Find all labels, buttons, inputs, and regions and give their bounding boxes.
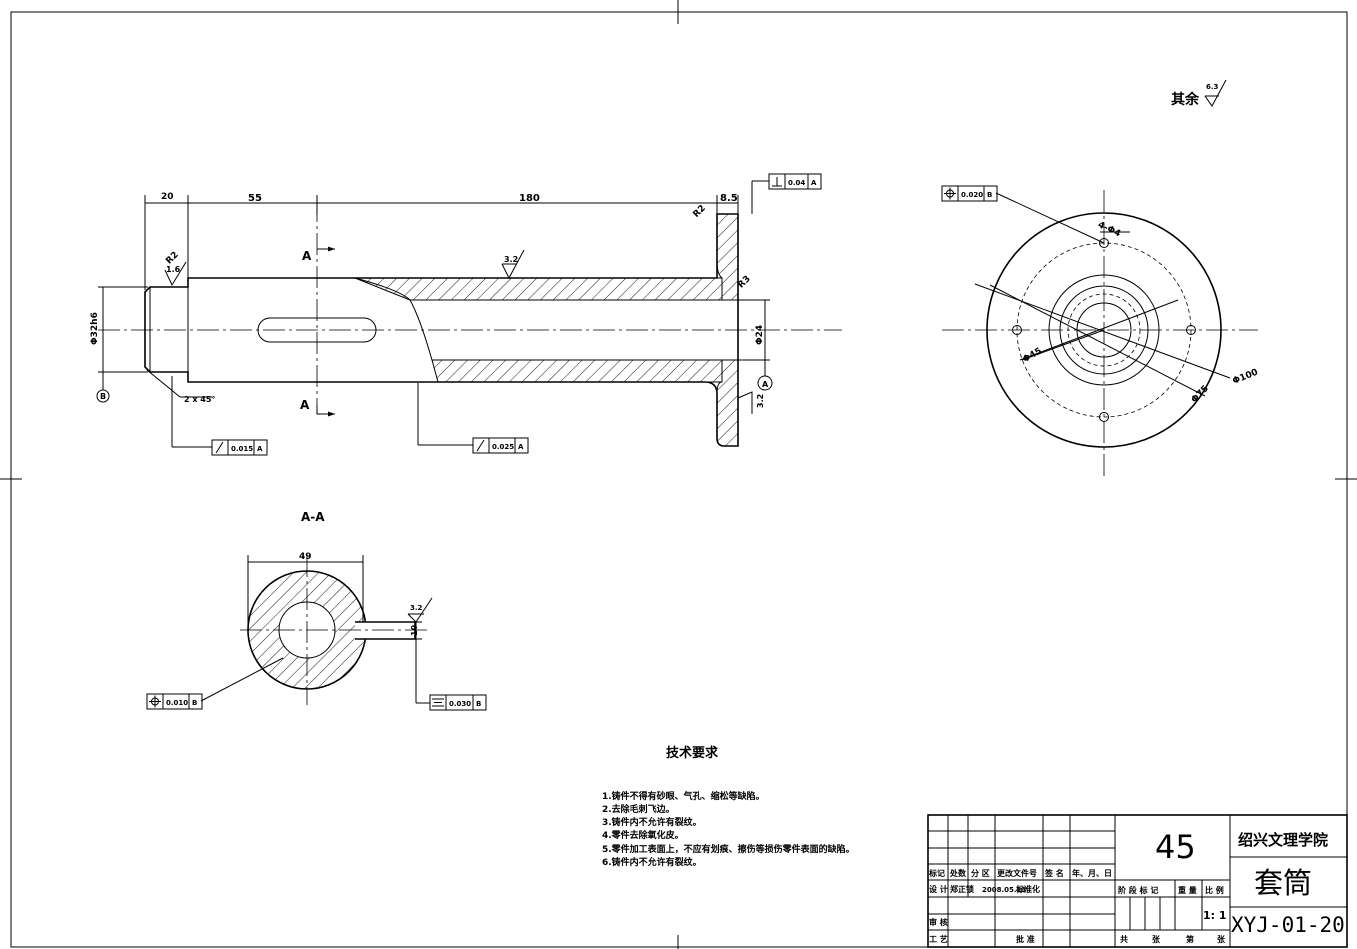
tech-item: 6.铸件内不允许有裂纹。 <box>602 856 702 868</box>
dim-49: 49 <box>299 552 312 562</box>
dim-dia45: Φ45 <box>1021 346 1043 365</box>
tb-total: 共 <box>1120 934 1128 944</box>
tb-page: 第 <box>1186 934 1194 944</box>
tol-runout-left-value: 0.015 <box>231 445 253 453</box>
tech-title: 技术要求 <box>666 745 719 761</box>
tb-scale-label: 比 例 <box>1205 885 1224 895</box>
tol-runout-mid-value: 0.025 <box>492 443 514 451</box>
tb-design-date: 2008.05.23 <box>982 886 1026 894</box>
drawing-border <box>10 11 1348 948</box>
tol-perp-datum: A <box>811 179 817 187</box>
tb-standard: 标准化 <box>1015 884 1040 894</box>
tb-school: 绍兴文理学院 <box>1238 831 1328 849</box>
dim-holes: 4-Φ4 <box>1096 220 1122 239</box>
dim-r-top: R2 <box>692 203 708 219</box>
tech-item: 2.去除毛刺飞边。 <box>602 803 675 815</box>
dim-dia75: Φ75 <box>1190 384 1211 405</box>
tb-mark: 标记 <box>928 868 945 878</box>
dim-10: 10 <box>410 624 419 636</box>
tb-design: 设 计 <box>929 884 948 894</box>
tech-item: 4.零件去除氧化皮。 <box>602 829 684 841</box>
finish-flange: 3.2 <box>756 394 765 408</box>
tol-pos-flange-datum: B <box>987 191 992 199</box>
section-view-aa: A-A 49 10 3.2 0.010 B 0.03 <box>146 510 487 711</box>
tb-sign: 签 名 <box>1044 868 1064 878</box>
title-block: 标记 处数 分 区 更改文件号 签 名 年、月、日 设 计 郑正锁 2008.0… <box>927 814 1348 948</box>
tb-docno: 更改文件号 <box>997 868 1037 878</box>
tb-sheets1: 张 <box>1152 935 1161 944</box>
dim-180: 180 <box>519 193 540 204</box>
tol-sym-datum: B <box>476 700 481 708</box>
tb-date: 年、月、日 <box>1072 868 1112 878</box>
tech-item: 1.铸件不得有砂眼、气孔、缩松等缺陷。 <box>602 790 765 802</box>
sleeve-front-view: A A 20 55 180 8.5 R2 R3 Φ32h6 B 2 x 45° <box>90 173 842 456</box>
tb-designer: 郑正锁 <box>950 884 974 894</box>
section-title: A-A <box>301 510 325 524</box>
tech-requirements: 技术要求 1.铸件不得有砂眼、气孔、缩松等缺陷。 2.去除毛刺飞边。 3.铸件内… <box>602 745 855 868</box>
finish-main: 3.2 <box>504 255 518 264</box>
tol-runout-left-datum: A <box>257 445 263 453</box>
tb-count: 处数 <box>949 868 967 878</box>
dim-dia-left: Φ32h6 <box>90 312 100 345</box>
tol-sym-value: 0.030 <box>449 700 471 708</box>
datum-a-right: A <box>762 380 769 389</box>
dim-chamfer: 2 x 45° <box>184 395 215 404</box>
section-a-top: A <box>302 249 312 263</box>
roughness-other-label: 其余 <box>1171 91 1200 108</box>
dim-8-5: 8.5 <box>720 193 738 204</box>
dim-20: 20 <box>161 192 174 202</box>
tb-process: 工 艺 <box>929 934 948 944</box>
dim-dia100: Φ100 <box>1231 368 1259 387</box>
dim-bore: Φ24 <box>755 325 765 345</box>
dim-55: 55 <box>248 193 262 204</box>
tol-pos-flange-value: 0.020 <box>961 191 983 199</box>
tb-stage: 阶 段 标 记 <box>1118 885 1158 895</box>
tb-material: 45 <box>1155 828 1196 866</box>
tol-pos-section-datum: B <box>192 699 197 707</box>
finish-1-6: 1.6 <box>166 265 181 274</box>
tb-zone: 分 区 <box>971 868 990 878</box>
tb-approve: 批 准 <box>1016 934 1035 944</box>
tol-perp-value: 0.04 <box>788 179 805 187</box>
tb-sheets2: 张 <box>1217 935 1226 944</box>
datum-b-left: B <box>100 392 106 401</box>
roughness-other-value: 6.3 <box>1206 83 1219 91</box>
tb-review: 审 核 <box>929 917 948 927</box>
tb-part-name: 套筒 <box>1254 866 1312 900</box>
tech-item: 5.零件加工表面上，不应有划痕、擦伤等损伤零件表面的缺陷。 <box>602 843 855 855</box>
flange-end-view: 4-Φ4 Φ45 Φ100 Φ75 0.020 B <box>941 185 1260 480</box>
roughness-other: 其余 6.3 <box>1171 79 1227 108</box>
finish-key: 3.2 <box>410 604 423 612</box>
tol-pos-section-value: 0.010 <box>166 699 188 707</box>
section-a-bottom: A <box>300 398 310 412</box>
tb-weight: 重 量 <box>1178 885 1197 895</box>
dim-r-flange: R3 <box>736 274 752 290</box>
tb-drawing-no: XYJ-01-20 <box>1231 913 1345 937</box>
tech-item: 3.铸件内不允许有裂纹。 <box>602 816 702 828</box>
tol-runout-mid-datum: A <box>518 443 524 451</box>
tb-scale: 1: 1 <box>1203 909 1227 922</box>
